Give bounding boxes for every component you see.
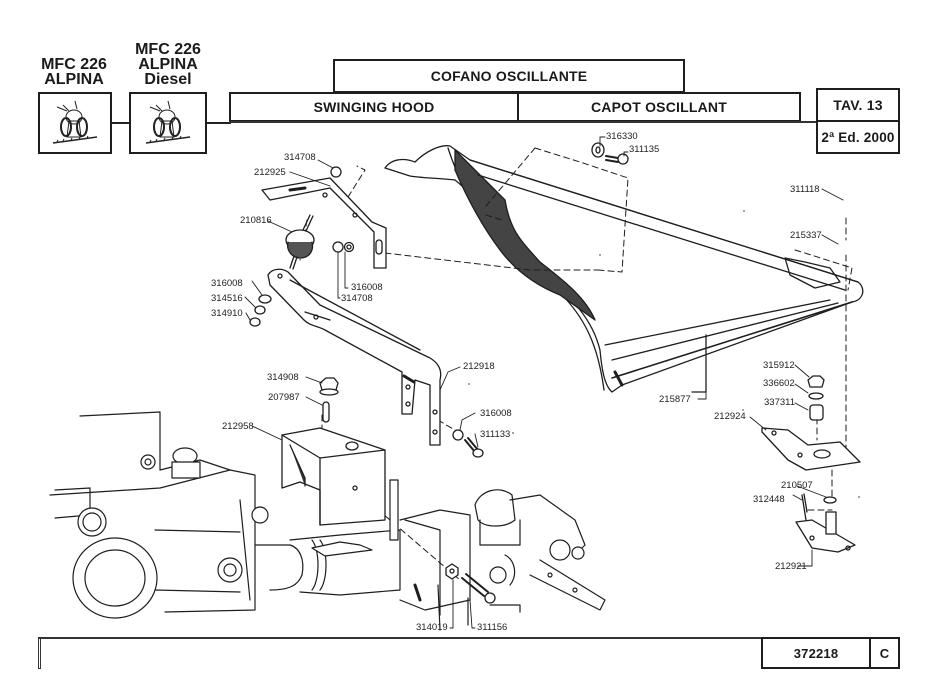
revision-box: C: [869, 637, 900, 669]
title-french: CAPOT OSCILLANT: [591, 99, 727, 115]
part-label: 311156: [477, 622, 508, 633]
connector-line: [207, 122, 231, 124]
part-label: 336602: [763, 378, 795, 389]
edition-box: 2ª Ed. 2000: [816, 120, 900, 154]
model-2-thumbnail: [129, 92, 207, 154]
part-label: 212958: [222, 421, 254, 432]
title-italian-box: COFANO OSCILLANTE: [333, 59, 685, 93]
part-label: 316330: [606, 131, 638, 142]
part-label: 316008: [480, 408, 512, 419]
part-label: 311135: [629, 144, 660, 155]
header-rule: [229, 121, 817, 123]
model-2-title: MFC 226 ALPINA Diesel: [128, 41, 208, 88]
part-label: 311118: [790, 184, 820, 195]
part-label: 311133: [480, 429, 511, 440]
part-label: 314708: [284, 152, 316, 163]
revision: C: [879, 645, 890, 661]
part-label: 212918: [463, 361, 495, 372]
model-1-thumbnail: [38, 92, 112, 154]
part-label: 314708: [341, 293, 373, 304]
model-1-variant: ALPINA: [44, 71, 104, 88]
drawing-code-box: 372218: [761, 637, 871, 669]
model-1-name: MFC 226: [41, 56, 107, 73]
model-1-title: MFC 226 ALPINA: [38, 56, 110, 88]
part-label: 210816: [240, 215, 272, 226]
part-label: 215337: [790, 230, 822, 241]
part-label: 314908: [267, 372, 299, 383]
part-label: 212925: [254, 167, 286, 178]
part-label: 316008: [351, 282, 383, 293]
title-french-box: CAPOT OSCILLANT: [517, 92, 801, 122]
part-label: 314516: [211, 293, 243, 304]
table-number: TAV. 13: [833, 97, 883, 113]
part-label: 314910: [211, 308, 243, 319]
part-label: 314019: [416, 622, 448, 633]
footer-rule: [38, 637, 900, 639]
part-label: 212924: [714, 411, 746, 422]
title-english-box: SWINGING HOOD: [229, 92, 519, 122]
model-2-variant: ALPINA: [138, 56, 198, 73]
drawing-code: 372218: [793, 645, 839, 661]
part-label: 337311: [764, 397, 795, 408]
footer-left-tick: [38, 637, 41, 669]
part-label: 212921: [775, 561, 807, 572]
connector-line: [112, 122, 130, 124]
tractor-icon: [145, 100, 191, 144]
title-italian: COFANO OSCILLANTE: [430, 68, 588, 84]
part-label: 210507: [781, 480, 813, 491]
part-label: 315912: [763, 360, 795, 371]
hood-shape: [384, 145, 864, 393]
edition: 2ª Ed. 2000: [821, 129, 895, 145]
part-label: 215877: [659, 394, 691, 405]
title-english: SWINGING HOOD: [313, 99, 435, 115]
part-label: 312448: [753, 494, 785, 505]
tractor-icon: [52, 100, 98, 144]
part-label: 207987: [268, 392, 300, 403]
model-2-engine: Diesel: [144, 71, 192, 88]
model-2-name: MFC 226: [135, 41, 201, 58]
part-label: 316008: [211, 278, 243, 289]
